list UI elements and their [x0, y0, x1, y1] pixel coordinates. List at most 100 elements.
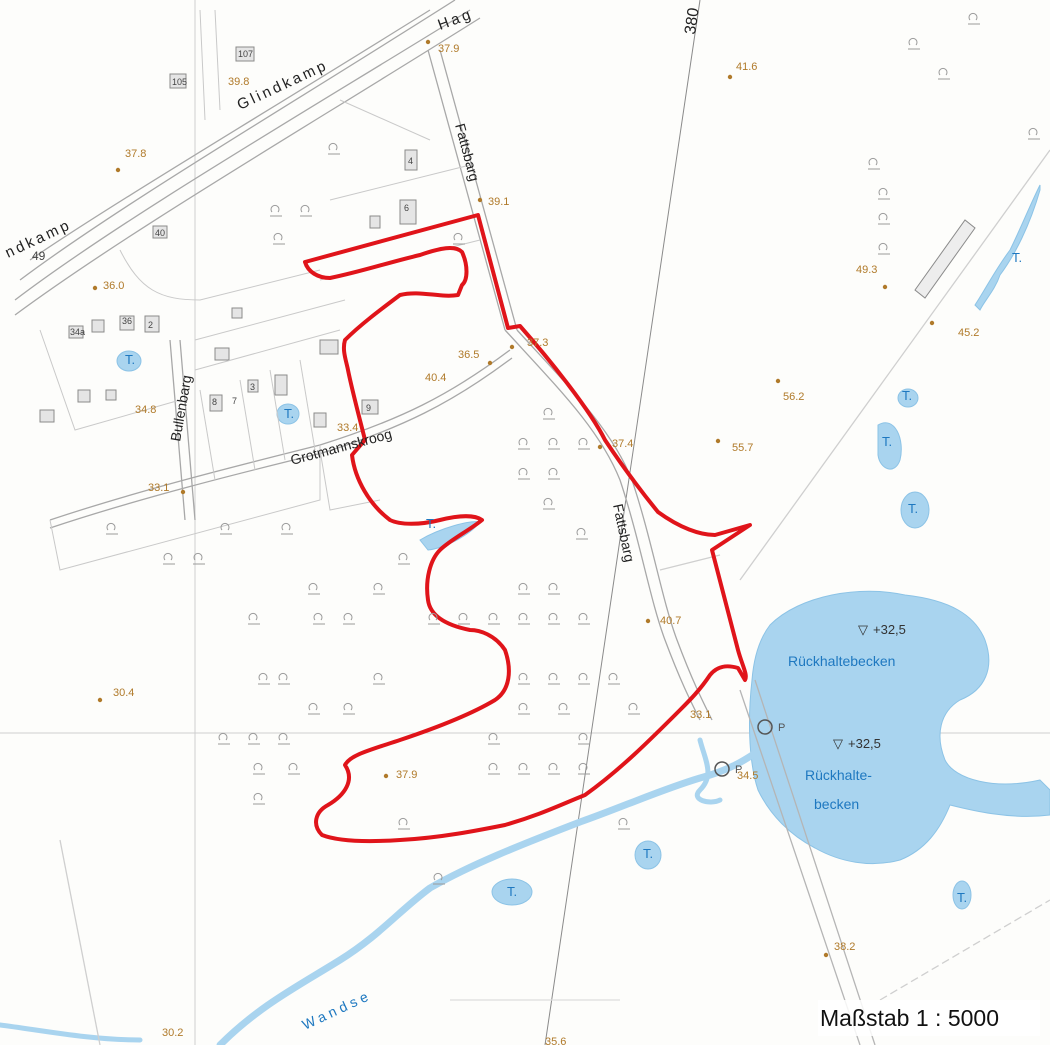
meadow-symbol — [518, 672, 530, 685]
house-number: 7 — [232, 396, 237, 406]
label-t: T. — [957, 890, 967, 905]
height-point — [645, 618, 651, 624]
meadow-symbol — [878, 187, 890, 200]
meadow-symbol — [518, 702, 530, 715]
height-point — [383, 773, 389, 779]
meadow-symbol — [453, 232, 465, 245]
meadow-symbol — [308, 702, 320, 715]
height-label: 40.4 — [425, 372, 446, 384]
height-label: 34.5 — [737, 770, 758, 782]
meadow-symbol — [433, 872, 445, 885]
meadow-symbol — [343, 702, 355, 715]
meadow-symbol — [270, 204, 282, 217]
meadow-symbol — [518, 437, 530, 450]
water-level-symbol: ▽ — [833, 736, 843, 751]
height-point — [477, 197, 483, 203]
house-40 — [152, 225, 168, 239]
label-t: T. — [426, 516, 436, 531]
pond-t7 — [634, 840, 662, 870]
meadow-symbol — [398, 552, 410, 565]
height-label: 37.8 — [125, 148, 146, 160]
height-label: 37.4 — [612, 438, 633, 450]
meadow-symbol — [248, 732, 260, 745]
meadow-symbol — [908, 37, 920, 50]
street-label-wandse: Wandse — [300, 987, 375, 1033]
meadow-symbol — [373, 582, 385, 595]
wandse-river — [0, 737, 764, 1045]
meadow-symbol — [938, 67, 950, 80]
meadow-symbol — [518, 467, 530, 480]
water-labels: Rückhaltebecken Rückhalte- becken +32,5 … — [125, 250, 1022, 905]
house-row-6 — [231, 307, 243, 319]
marker-p-circle — [757, 719, 773, 735]
marker-p2: P — [735, 764, 742, 776]
house-shed — [369, 215, 381, 229]
meadow-symbol — [543, 497, 555, 510]
street-label-fattsbarg-south: Fattsbarg — [610, 502, 638, 563]
house-row-5 — [39, 409, 55, 423]
pond-t1 — [116, 350, 142, 372]
meadow-symbol — [608, 672, 620, 685]
height-point — [180, 489, 186, 495]
meadow-symbol — [163, 552, 175, 565]
street-label-bullenbarg: Bullenbarg — [167, 374, 194, 443]
house-number: 3 — [250, 382, 255, 392]
meadow-symbol — [548, 467, 560, 480]
house-number: 34a — [70, 327, 85, 337]
house-4 — [404, 149, 418, 171]
water-level-symbol: ▽ — [858, 622, 868, 637]
house-number: 9 — [366, 403, 371, 413]
label-t: T. — [908, 501, 918, 516]
house-number: 8 — [212, 397, 217, 407]
meadow-symbol — [518, 612, 530, 625]
house-number: 40 — [155, 228, 165, 238]
meadow-symbol — [248, 612, 260, 625]
house-3b — [274, 374, 288, 396]
height-point — [509, 344, 515, 350]
height-label: 34.8 — [135, 404, 156, 416]
meadow-symbol — [543, 407, 555, 420]
height-label: 36.0 — [103, 280, 124, 292]
height-label: 41.6 — [736, 61, 757, 73]
area-boundary — [303, 213, 752, 844]
height-label: 33.4 — [337, 422, 358, 434]
meadow-symbol — [578, 437, 590, 450]
meadow-symbol — [1028, 127, 1040, 140]
height-label: 37.3 — [527, 337, 548, 349]
meadow-symbol — [518, 762, 530, 775]
roads — [14, 0, 1050, 1045]
meadow-symbol — [288, 762, 300, 775]
height-label: 36.5 — [458, 349, 479, 361]
pond-t4 — [877, 422, 902, 470]
meadow-symbol — [578, 762, 590, 775]
house-row-7 — [214, 347, 230, 361]
meadow-symbol — [278, 672, 290, 685]
water-bodies — [116, 184, 1050, 910]
pond-t8 — [491, 878, 533, 906]
meadow-symbol — [253, 762, 265, 775]
meadow-symbol — [968, 12, 980, 25]
house-number: 107 — [238, 49, 253, 59]
meadow-symbol — [193, 552, 205, 565]
house-number: 6 — [404, 203, 409, 213]
meadow-symbol — [106, 522, 118, 535]
marker-p-circle — [714, 761, 730, 777]
house-9 — [361, 399, 379, 415]
house-6 — [399, 199, 417, 225]
height-point — [597, 444, 603, 450]
meadow-symbol — [308, 582, 320, 595]
street-label-hag: Hag — [436, 5, 476, 33]
height-label: 39.1 — [488, 196, 509, 208]
scale-label: Maßstab 1 : 5000 — [818, 1000, 1040, 1036]
meadow-symbols — [106, 12, 1040, 885]
meadow-symbol — [578, 672, 590, 685]
meadow-symbol — [258, 672, 270, 685]
meadow-symbol — [253, 792, 265, 805]
meadow-symbol — [488, 612, 500, 625]
height-label: 49.3 — [856, 264, 877, 276]
height-point — [727, 74, 733, 80]
meadow-symbol — [428, 612, 440, 625]
height-label: 37.9 — [396, 769, 417, 781]
house-number-labels: 107 105 40 49 34a 36 2 8 7 3 9 4 6 — [32, 49, 413, 413]
